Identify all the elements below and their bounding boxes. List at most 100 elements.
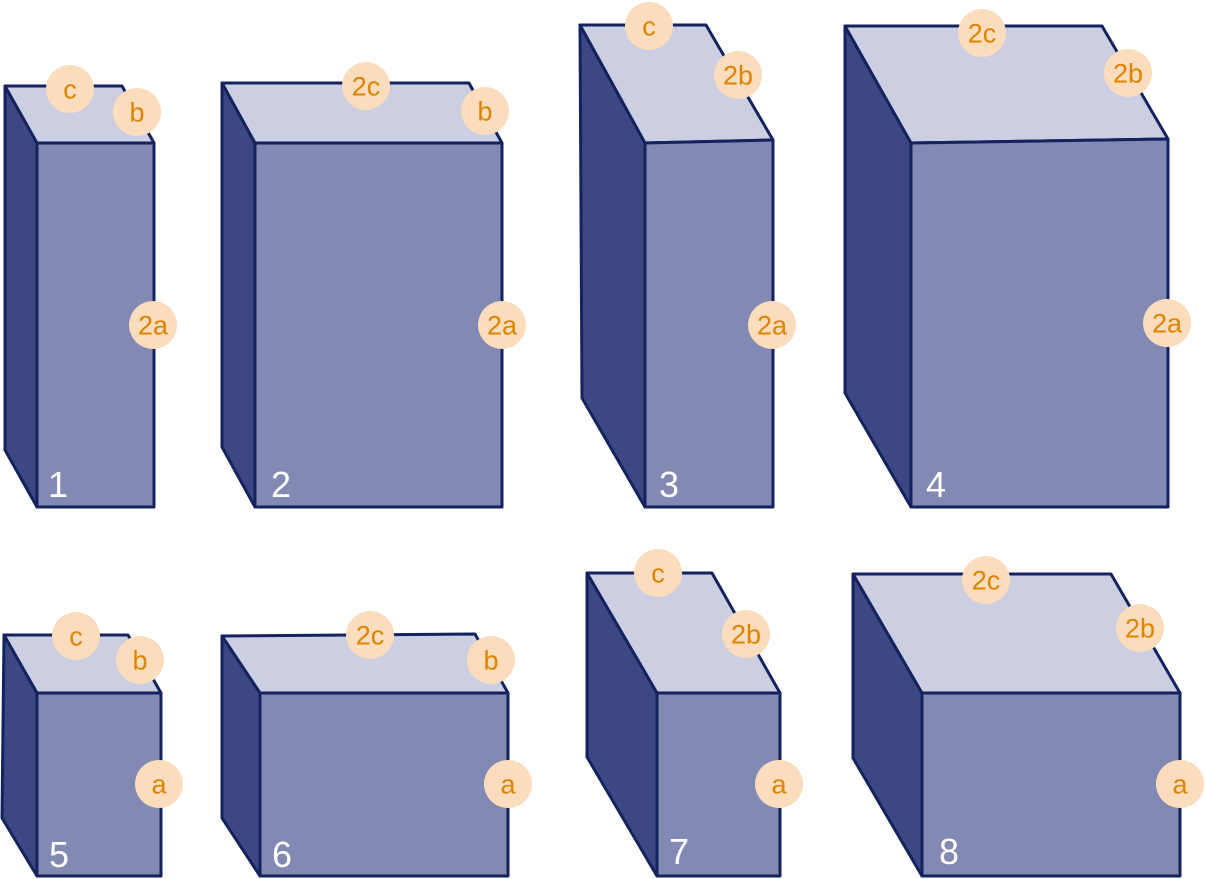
- edge-label-text: 2b: [731, 620, 761, 650]
- edge-label-top-depth: 2c: [962, 556, 1010, 604]
- edge-label-text: c: [69, 622, 83, 652]
- box-3: 3 c 2b 2a: [578, 2, 796, 509]
- label-badge: [755, 760, 803, 808]
- edge-label-text: a: [151, 770, 167, 800]
- edge-label-text: b: [132, 646, 147, 676]
- box-number: 5: [49, 834, 69, 875]
- edge-label-text: c: [642, 12, 656, 42]
- label-badge: [46, 65, 94, 113]
- box-number: 2: [271, 464, 291, 505]
- label-badge: [1116, 604, 1164, 652]
- label-badge: [478, 301, 526, 349]
- box-front-face: [643, 138, 775, 509]
- box-number: 7: [669, 831, 689, 872]
- edge-label-height: 2a: [748, 301, 796, 349]
- label-badge: [748, 301, 796, 349]
- edge-label-text: 2c: [972, 566, 1001, 596]
- edge-label-height: 2a: [129, 301, 177, 349]
- edge-label-top-depth: 2c: [342, 62, 390, 110]
- box-number: 6: [272, 834, 292, 875]
- label-badge: [461, 87, 509, 135]
- box-front-face: [909, 137, 1170, 509]
- edge-label-top-depth: c: [625, 2, 673, 50]
- edge-label-top-width: b: [116, 636, 164, 684]
- edge-label-top-depth: c: [46, 65, 94, 113]
- edge-label-text: 2a: [1152, 309, 1183, 339]
- label-badge: [129, 301, 177, 349]
- edge-label-text: 2c: [356, 621, 385, 651]
- box-8: 8 2c 2b a: [851, 556, 1204, 878]
- edge-label-height: 2a: [1143, 299, 1191, 347]
- edge-label-top-width: b: [467, 636, 515, 684]
- edge-label-text: a: [1172, 770, 1188, 800]
- label-badge: [467, 636, 515, 684]
- box-front-face: [920, 691, 1182, 878]
- label-badge: [52, 612, 100, 660]
- label-badge: [484, 760, 532, 808]
- edge-label-top-depth: 2c: [346, 611, 394, 659]
- box-4: 4 2c 2b 2a: [843, 9, 1191, 509]
- box-number: 3: [659, 464, 679, 505]
- edge-label-height: a: [755, 760, 803, 808]
- edge-label-text: 2a: [487, 311, 518, 341]
- box-number: 1: [48, 464, 68, 505]
- edge-label-top-depth: c: [634, 549, 682, 597]
- edge-label-text: 2a: [757, 311, 788, 341]
- edge-label-text: 2b: [1113, 59, 1143, 89]
- edge-label-top-width: b: [113, 88, 161, 136]
- edge-label-height: a: [135, 760, 183, 808]
- label-badge: [116, 636, 164, 684]
- edge-label-text: 2c: [968, 19, 997, 49]
- label-badge: [722, 610, 770, 658]
- edge-label-top-width: 2b: [722, 610, 770, 658]
- label-badge: [1156, 760, 1204, 808]
- label-badge: [342, 62, 390, 110]
- label-badge: [135, 760, 183, 808]
- edge-label-top-width: b: [461, 87, 509, 135]
- label-badge: [714, 51, 762, 99]
- label-badge: [1104, 49, 1152, 97]
- box-front-face: [655, 691, 782, 878]
- label-badge: [634, 549, 682, 597]
- edge-label-top-width: 2b: [714, 51, 762, 99]
- label-badge: [958, 9, 1006, 57]
- edge-label-text: a: [771, 770, 787, 800]
- edge-label-text: c: [651, 559, 665, 589]
- label-badge: [625, 2, 673, 50]
- edge-label-text: b: [483, 646, 498, 676]
- edge-label-top-depth: c: [52, 612, 100, 660]
- box-side-face: [220, 81, 257, 509]
- edge-label-text: b: [477, 97, 492, 127]
- box-side-face: [3, 84, 39, 509]
- edge-label-height: a: [484, 760, 532, 808]
- box-front-face: [258, 691, 510, 878]
- label-badge: [962, 556, 1010, 604]
- box-front-face: [35, 141, 156, 509]
- box-front-face: [35, 691, 163, 878]
- box-5: 5 c b a: [0, 612, 183, 878]
- edge-label-text: b: [129, 98, 144, 128]
- edge-label-height: 2a: [478, 301, 526, 349]
- label-badge: [113, 88, 161, 136]
- label-badge: [1143, 299, 1191, 347]
- edge-label-top-width: 2b: [1116, 604, 1164, 652]
- box-7: 7 c 2b a: [585, 549, 803, 878]
- box-number: 4: [926, 464, 946, 505]
- box-front-face: [253, 141, 504, 509]
- edge-label-text: 2c: [352, 72, 381, 102]
- edge-label-height: a: [1156, 760, 1204, 808]
- edge-label-top-depth: 2c: [958, 9, 1006, 57]
- box-1: 1 c b 2a: [3, 65, 177, 509]
- box-number: 8: [939, 831, 959, 872]
- label-badge: [346, 611, 394, 659]
- box-2: 2 2c b 2a: [220, 62, 526, 509]
- edge-label-text: a: [500, 770, 516, 800]
- edge-label-text: c: [63, 75, 77, 105]
- edge-label-text: 2a: [138, 311, 169, 341]
- edge-label-text: 2b: [723, 61, 753, 91]
- box-6: 6 2c b a: [220, 611, 532, 878]
- edge-label-top-width: 2b: [1104, 49, 1152, 97]
- edge-label-text: 2b: [1125, 614, 1155, 644]
